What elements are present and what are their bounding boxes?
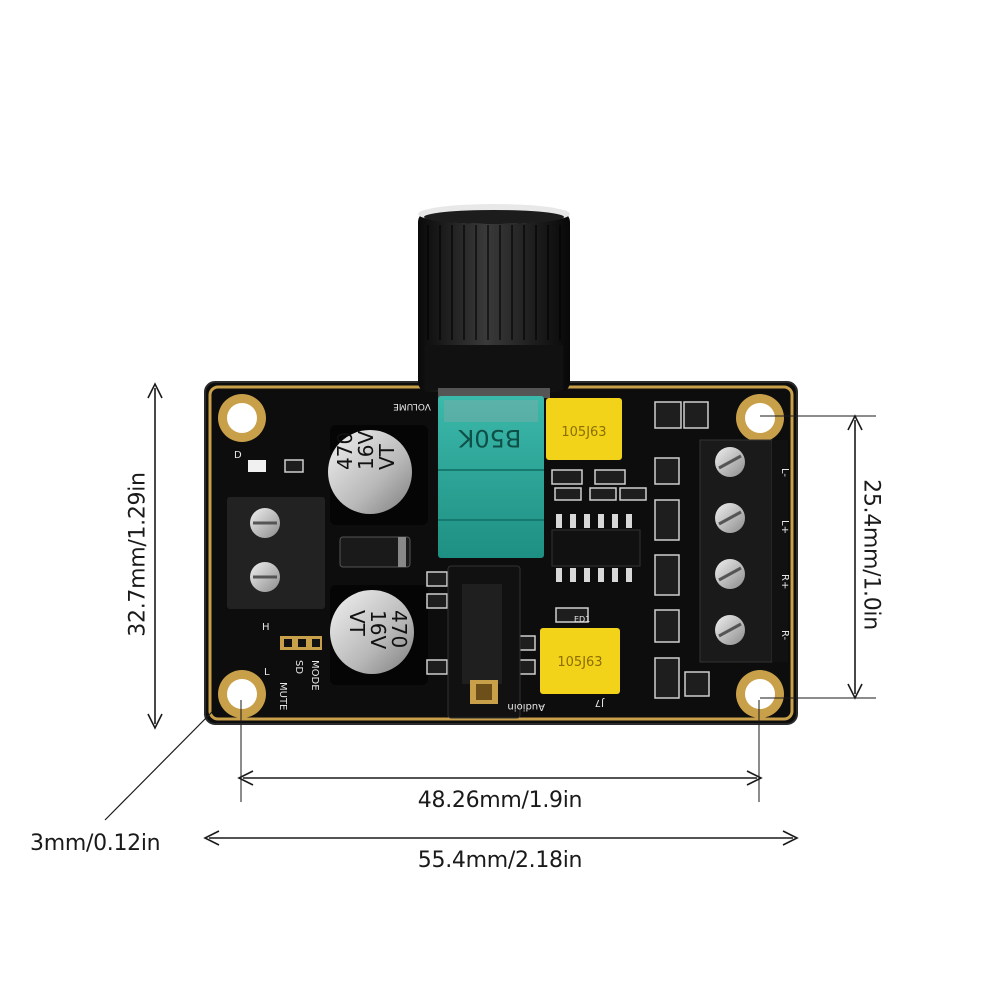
- potentiometer: B50K: [438, 396, 544, 558]
- j7-label: J7: [595, 697, 605, 708]
- film-capacitor-bottom: 105J63: [540, 628, 620, 694]
- film-cap-top-label: 105J63: [561, 425, 606, 440]
- electrolytic-capacitor-top: 470 16V VT: [328, 425, 428, 525]
- terminal-label-1: L-: [779, 468, 790, 477]
- volume-knob: [418, 204, 570, 398]
- height-dimension-label: 32.7mm/1.29in: [125, 472, 151, 637]
- electrolytic-capacitor-bottom: 470 16V VT: [330, 585, 428, 685]
- cap-top-line-2: 16V: [354, 431, 378, 470]
- speaker-terminal-block: [699, 439, 788, 663]
- mounting-hole-top-right: [736, 394, 784, 442]
- smd-components: [426, 401, 710, 699]
- diode: [339, 536, 411, 568]
- power-terminal-block: [227, 497, 325, 609]
- cap-bottom-line-3: VT: [345, 610, 369, 637]
- audio-label: Audioin: [507, 701, 545, 712]
- terminal-label-2: L+: [779, 520, 790, 534]
- pot-label: B50K: [457, 424, 521, 452]
- cap-bottom-line-1: 470: [387, 610, 411, 648]
- sd-label: SD: [293, 660, 304, 674]
- mounting-hole-top-left: [218, 394, 266, 442]
- cap-top-line-1: 470: [333, 432, 357, 470]
- amplifier-chip: [551, 514, 641, 582]
- volume-silkscreen: VOLUME: [393, 401, 431, 411]
- mode-label: MODE: [309, 660, 320, 691]
- h-label: H: [262, 622, 270, 633]
- header-pins: [280, 636, 322, 650]
- terminal-label-3: R+: [779, 574, 790, 589]
- mounting-hole-bottom-left: [218, 670, 266, 718]
- audio-jack: [447, 565, 521, 719]
- ed1-label: ED1: [574, 615, 590, 624]
- width-dimension-label: 55.4mm/2.18in: [417, 848, 583, 873]
- mute-label: MUTE: [277, 682, 288, 710]
- mounting-hole-bottom-right: [736, 670, 784, 718]
- hole-diameter-label: 3mm/0.12in: [30, 831, 161, 856]
- hole-spacing-vertical-label: 25.4mm/1.0in: [858, 479, 884, 630]
- hole-spacing-horizontal-label: 48.26mm/1.9in: [417, 788, 583, 813]
- d-label: D: [234, 450, 242, 461]
- film-capacitor-top: 105J63: [546, 398, 622, 460]
- led-indicator: [248, 460, 266, 472]
- cap-top-line-3: VT: [375, 443, 399, 470]
- l-label: L: [264, 667, 270, 678]
- dimension-lines: [104, 382, 876, 846]
- cap-bottom-line-2: 16V: [366, 610, 390, 649]
- terminal-label-4: R-: [779, 630, 790, 641]
- film-cap-bottom-label: 105J63: [557, 655, 602, 670]
